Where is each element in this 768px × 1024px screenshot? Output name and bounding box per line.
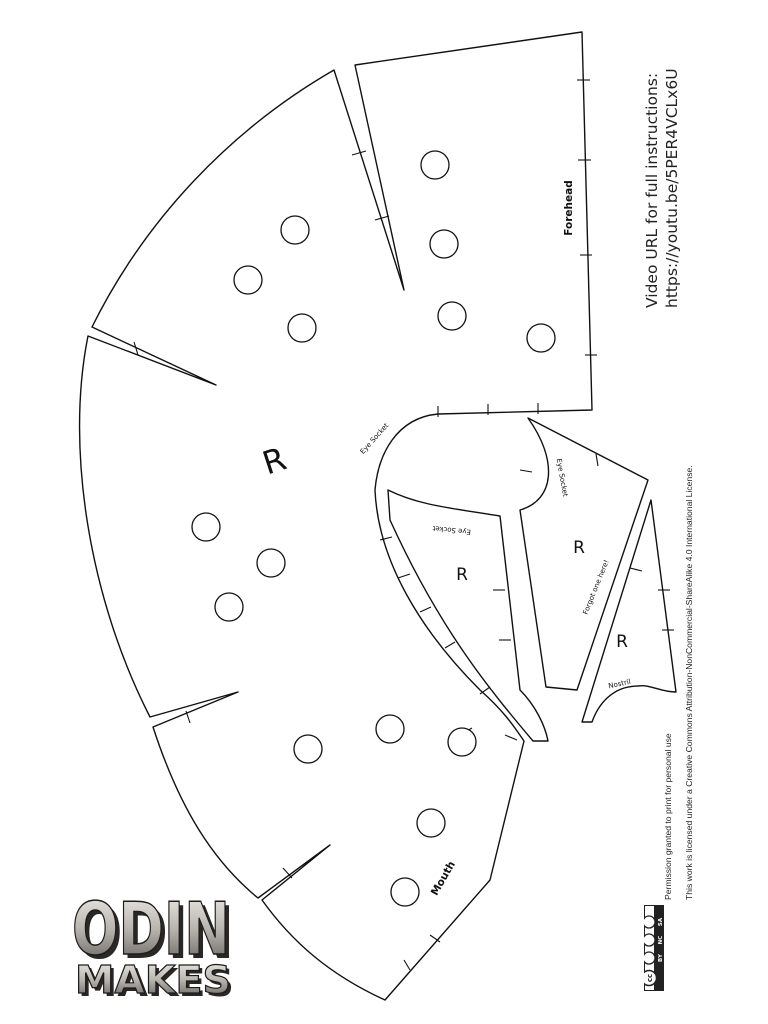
cc-license-badge: cc BY NC SA — [644, 905, 664, 991]
logo-word-odin-shadow: ODIN — [76, 891, 234, 975]
cc-icon — [644, 969, 658, 987]
video-url[interactable]: https://youtu.be/5PER4VCLx6U — [663, 68, 681, 308]
registration-ticks — [133, 79, 674, 971]
cc-badge-text: cc — [646, 974, 654, 982]
by-icon — [644, 951, 656, 965]
stud-holes — [191, 150, 556, 907]
logo-word-odin: ODIN — [72, 887, 230, 971]
forehead-label: Forehead — [563, 180, 575, 235]
eye-socket-piece — [387, 489, 549, 742]
middle-piece — [519, 417, 649, 691]
sa-icon — [644, 915, 656, 929]
video-instructions-line1: Video URL for full instructions: — [643, 72, 661, 308]
nc-badge-text: NC — [658, 936, 664, 945]
license-notice: Permission granted to print for personal… — [662, 465, 694, 900]
nc-icon — [644, 933, 656, 947]
by-badge-text: BY — [658, 953, 664, 962]
logo-word-makes-shadow: MAKES — [78, 961, 234, 1000]
odin-makes-logo: ODIN ODIN MAKES MAKES — [71, 886, 234, 1000]
middle-piece-mark: R — [573, 538, 585, 558]
permission-text: Permission granted to print for personal… — [663, 733, 673, 900]
sa-badge-text: SA — [658, 917, 664, 926]
nostril-piece-mark: R — [616, 632, 628, 652]
video-instructions: Video URL for full instructions: https:/… — [642, 68, 682, 308]
inner-piece-mark: R — [456, 565, 468, 585]
logo-word-makes: MAKES — [75, 958, 231, 1000]
license-text: This work is licensed under a Creative C… — [684, 465, 694, 900]
nostril-piece — [581, 499, 677, 723]
main-pattern-piece — [78, 31, 593, 1001]
